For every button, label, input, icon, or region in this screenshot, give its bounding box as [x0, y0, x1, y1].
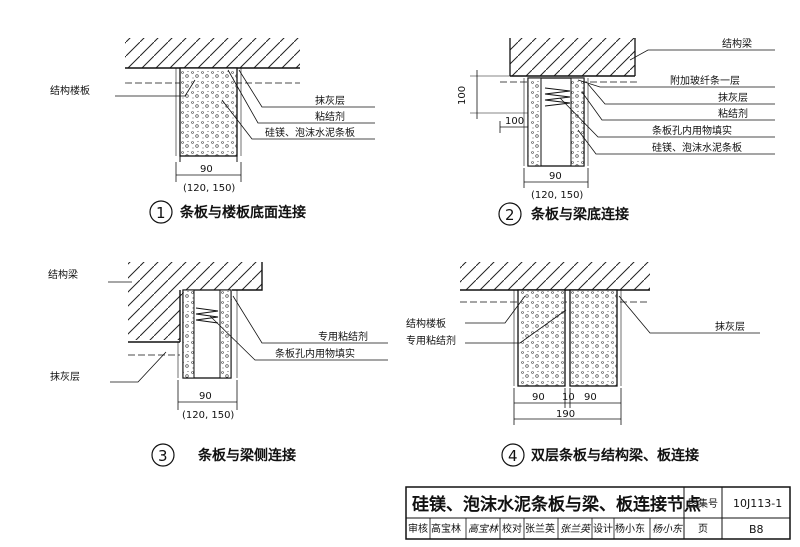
detail-number-circle — [149, 200, 173, 224]
checker-signature: 张兰英 — [560, 523, 592, 535]
label-panel: 硅镁、泡沫水泥条板 — [652, 141, 742, 154]
panel-left — [517, 289, 566, 387]
dim-total: 190 — [556, 409, 575, 420]
dim-w100: 100 — [505, 116, 524, 127]
fill-spring — [544, 87, 571, 107]
detail-4: 结构楼板 专用粘结剂 抹灰层 90 10 90 190 4 双层条板与结构梁、板… — [406, 262, 760, 467]
beam — [510, 38, 635, 76]
label-floor: 结构楼板 — [50, 84, 90, 97]
dim-width-alt: (120, 150) — [182, 410, 234, 421]
label-beam: 结构梁 — [48, 268, 78, 281]
atlas-label: 图集号 — [688, 497, 718, 510]
detail-caption: 双层条板与结构梁、板连接 — [531, 447, 699, 464]
designer-signature: 杨小东 — [652, 523, 683, 535]
checker-name: 张兰英 — [525, 522, 555, 535]
dim-h100: 100 — [457, 86, 468, 105]
dim-w2: 90 — [584, 392, 597, 403]
detail-caption: 条板与梁侧连接 — [197, 447, 296, 464]
label-plaster: 抹灰层 — [715, 320, 745, 333]
drawing-title: 硅镁、泡沫水泥条板与梁、板连接节点 — [412, 494, 701, 515]
label-panel: 硅镁、泡沫水泥条板 — [265, 126, 355, 139]
detail-1: 结构楼板 抹灰层 粘结剂 硅镁、泡沫水泥条板 90 (120, 150) 1 条… — [50, 38, 375, 224]
dim-width-alt: (120, 150) — [531, 190, 583, 201]
detail-number: 3 — [158, 447, 168, 465]
label-adhesive: 粘结剂 — [718, 107, 748, 120]
label-beam: 结构梁 — [722, 37, 752, 50]
dim-width: 90 — [200, 164, 213, 175]
panel-right — [569, 289, 618, 387]
designer-name: 杨小东 — [615, 522, 645, 535]
design-label: 设计 — [593, 522, 613, 535]
label-special-adhesive: 专用粘结剂 — [318, 330, 368, 343]
detail-number: 2 — [505, 206, 515, 224]
floor-slab — [460, 262, 650, 290]
label-fill: 条板孔内用物填实 — [275, 347, 355, 360]
label-plaster: 抹灰层 — [50, 370, 80, 383]
dim-width-alt: (120, 150) — [183, 183, 235, 194]
detail-number-circle — [151, 443, 175, 467]
detail-3: 结构梁 专用粘结剂 条板孔内用物填实 抹灰层 90 (120, 150) 3 条… — [48, 262, 388, 467]
dim-width: 90 — [199, 391, 212, 402]
label-fill: 条板孔内用物填实 — [652, 124, 732, 137]
label-plaster: 抹灰层 — [315, 94, 345, 107]
reviewer-name: 高宝林 — [431, 522, 461, 535]
title-block: 硅镁、泡沫水泥条板与梁、板连接节点 图集号 10J113-1 审核 高宝林 高宝… — [405, 486, 791, 540]
reviewer-signature: 高宝林 — [468, 523, 499, 535]
label-plaster: 抹灰层 — [718, 91, 748, 104]
label-fiber: 附加玻纤条一层 — [670, 74, 740, 87]
detail-number-circle — [501, 443, 525, 467]
label-adhesive: 粘结剂 — [315, 110, 345, 123]
panel — [179, 67, 238, 157]
check-label: 校对 — [502, 522, 522, 535]
dim-gap: 10 — [562, 392, 575, 403]
dim-width: 90 — [549, 171, 562, 182]
detail-number-circle — [498, 202, 522, 226]
review-label: 审核 — [408, 522, 428, 535]
label-floor: 结构楼板 — [406, 317, 446, 330]
dim-w1: 90 — [532, 392, 545, 403]
page-number: B8 — [749, 523, 764, 536]
atlas-number: 10J113-1 — [733, 497, 782, 510]
detail-caption: 条板与梁底连接 — [530, 206, 629, 223]
beam — [128, 262, 262, 340]
detail-number: 1 — [156, 204, 166, 222]
detail-number: 4 — [508, 447, 518, 465]
detail-2: 结构梁 附加玻纤条一层 抹灰层 粘结剂 条板孔内用物填实 硅镁、泡沫水泥条板 1… — [457, 37, 775, 226]
fill-spring — [195, 307, 219, 324]
label-special-adhesive: 专用粘结剂 — [406, 334, 456, 347]
page-label: 页 — [698, 523, 708, 535]
detail-caption: 条板与楼板底面连接 — [179, 204, 306, 221]
floor-slab — [125, 38, 300, 68]
